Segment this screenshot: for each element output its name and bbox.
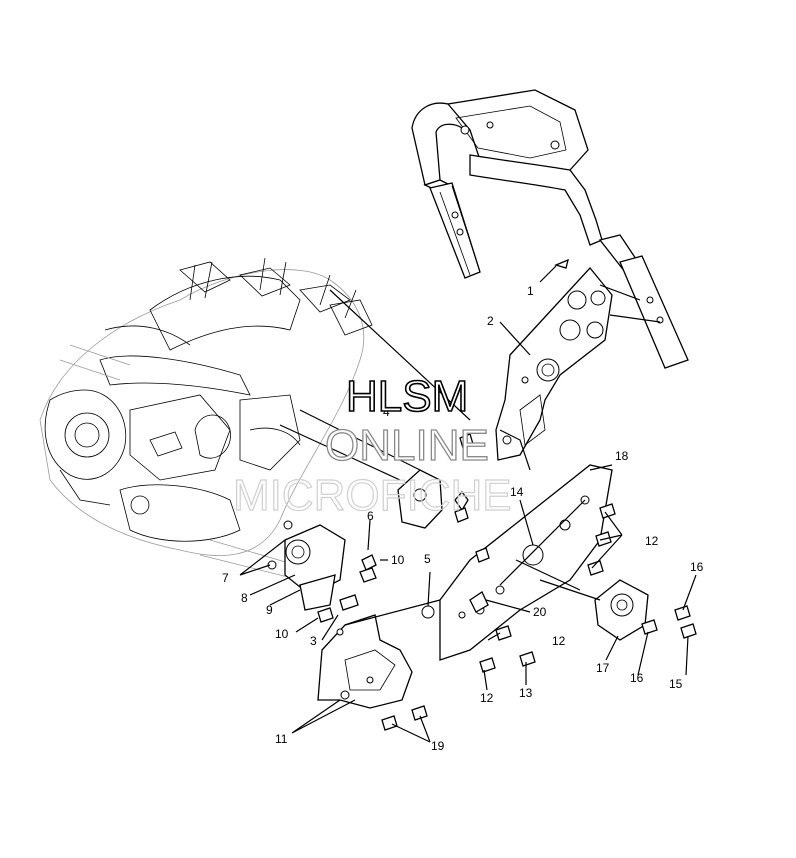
callout-13: 13 <box>519 686 533 700</box>
upper-frame <box>411 89 689 369</box>
engine-mount-right <box>594 579 649 641</box>
callout-12-middle: 12 <box>552 634 566 648</box>
callout-4: 4 <box>383 405 390 419</box>
main-mount-plate <box>439 464 613 661</box>
callout-14: 14 <box>510 485 524 499</box>
callout-16-lower: 16 <box>630 671 644 685</box>
callout-3: 3 <box>310 634 317 648</box>
bracket-plate <box>495 267 613 461</box>
callout-10-upper: 10 <box>391 553 405 567</box>
callout-18: 18 <box>615 449 629 463</box>
watermark-line-3: MICROFICHE <box>233 471 512 520</box>
callout-9: 9 <box>266 603 273 617</box>
engine-mount-left <box>267 520 346 611</box>
callout-labels: 1 2 3 4 5 6 7 8 9 10 10 11 12 12 12 13 1… <box>222 284 704 753</box>
leader-lines <box>239 265 697 743</box>
callout-12-right: 12 <box>645 534 659 548</box>
callout-2: 2 <box>487 314 494 328</box>
watermark: HLSM ONLINE MICROFICHE <box>232 371 512 520</box>
callout-1: 1 <box>527 284 534 298</box>
callout-11: 11 <box>275 732 288 746</box>
lower-bracket <box>317 614 413 709</box>
engine-illustration <box>39 257 373 581</box>
callout-10-lower: 10 <box>275 627 289 641</box>
callout-20: 20 <box>533 605 547 619</box>
spacer-plate <box>397 469 469 529</box>
callout-8: 8 <box>241 591 248 605</box>
callout-17: 17 <box>596 661 610 675</box>
callout-16-upper: 16 <box>690 560 704 574</box>
callout-19: 19 <box>431 739 445 753</box>
watermark-line-2: ONLINE <box>325 421 489 470</box>
callout-6: 6 <box>367 509 374 523</box>
callout-12-lower: 12 <box>480 691 494 705</box>
callout-15: 15 <box>669 677 683 691</box>
callout-5: 5 <box>424 552 431 566</box>
watermark-line-1: HLSM <box>346 372 468 421</box>
callout-7: 7 <box>222 571 229 585</box>
fasteners <box>317 258 697 731</box>
